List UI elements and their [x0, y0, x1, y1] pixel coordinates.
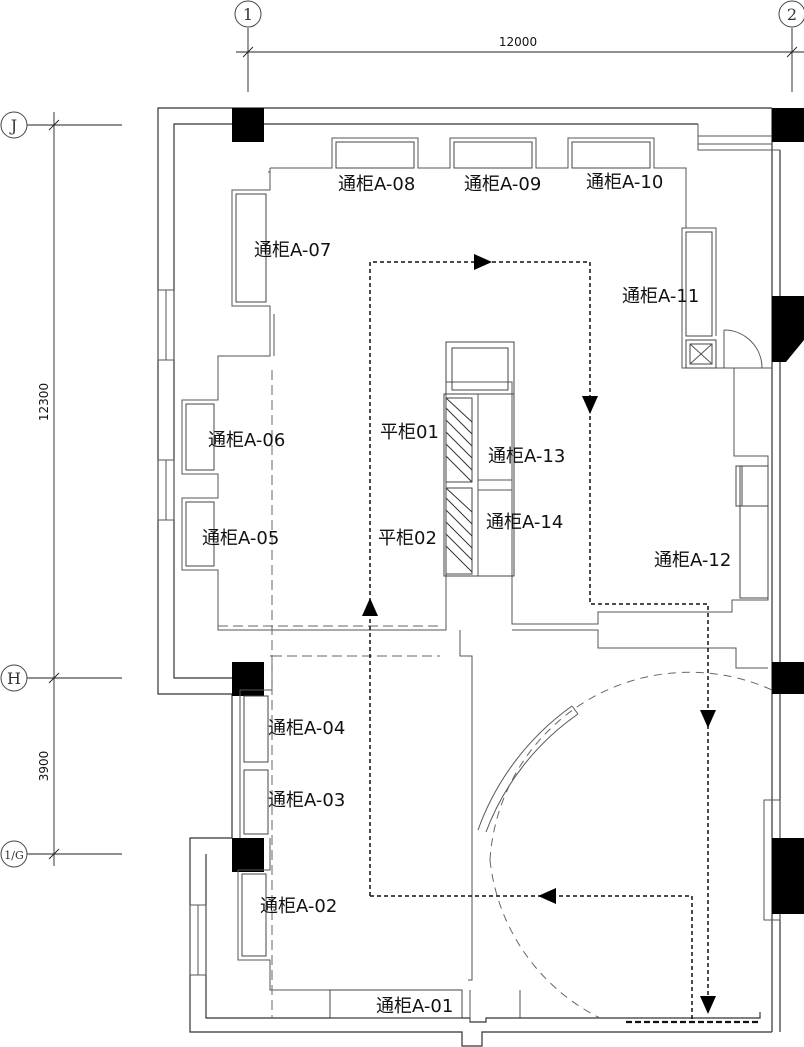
label-flat-cabinet-02: 平柜02 — [378, 528, 437, 549]
label-cabinet-a11: 通柜A-11 — [622, 286, 699, 307]
dimension-lines: 12000 12300 3900 — [37, 35, 804, 866]
column — [772, 662, 804, 694]
axis-1-marker — [234, 0, 262, 28]
inner-partitions — [181, 137, 769, 1022]
label-cabinet-a12: 通柜A-12 — [654, 550, 731, 571]
curved-wall — [477, 671, 773, 1019]
dim-left-3900: 3900 — [37, 751, 51, 782]
column — [772, 296, 804, 362]
dim-left-12300: 12300 — [37, 383, 51, 421]
column — [772, 838, 804, 914]
label-cabinet-a01: 通柜A-01 — [376, 996, 453, 1017]
axis-H-label: H — [7, 669, 21, 688]
route-arrow-icon — [474, 254, 492, 270]
route-arrow-icon — [362, 598, 378, 616]
label-cabinet-a08: 通柜A-08 — [338, 174, 415, 195]
route-arrow-icon — [700, 996, 716, 1014]
dim-top-12000: 12000 — [499, 35, 537, 49]
door-and-shaft — [685, 329, 772, 369]
column — [232, 108, 264, 142]
axis-H-marker — [0, 664, 28, 692]
label-cabinet-a14: 通柜A-14 — [486, 512, 563, 533]
label-cabinet-a07: 通柜A-07 — [254, 240, 331, 261]
column — [772, 108, 804, 142]
label-cabinet-a13: 通柜A-13 — [488, 446, 565, 467]
label-flat-cabinet-01: 平柜01 — [380, 422, 439, 443]
axis-IG-marker — [0, 840, 28, 868]
label-cabinet-a03: 通柜A-03 — [268, 790, 345, 811]
column — [232, 662, 264, 696]
central-island — [443, 341, 515, 577]
axis-J-label: J — [9, 116, 17, 135]
column — [232, 838, 264, 872]
zone-lines — [218, 370, 440, 1018]
route-arrow-icon — [582, 396, 598, 414]
label-cabinet-a04: 通柜A-04 — [268, 718, 345, 739]
cabinet-labels: 通柜A-01 通柜A-02 通柜A-03 通柜A-04 通柜A-05 通柜A-0… — [202, 172, 731, 1017]
label-cabinet-a02: 通柜A-02 — [260, 896, 337, 917]
label-cabinet-a05: 通柜A-05 — [202, 528, 279, 549]
label-cabinet-a06: 通柜A-06 — [208, 430, 285, 451]
axis-J-marker — [0, 111, 28, 139]
exterior-walls — [157, 107, 781, 1047]
axis-markers: 1 2 J H 1/G — [0, 0, 804, 868]
axis-1-label: 1 — [243, 5, 253, 24]
axis-IG-label: 1/G — [4, 849, 24, 862]
axis-2-label: 2 — [787, 5, 797, 24]
visitor-route — [362, 254, 760, 1024]
route-arrow-icon — [538, 888, 556, 904]
columns — [232, 108, 804, 914]
route-arrow-icon — [700, 710, 716, 728]
label-cabinet-a10: 通柜A-10 — [586, 172, 663, 193]
label-cabinet-a09: 通柜A-09 — [464, 174, 541, 195]
cabinet-fixtures — [185, 141, 743, 957]
axis-2-marker — [778, 0, 804, 28]
